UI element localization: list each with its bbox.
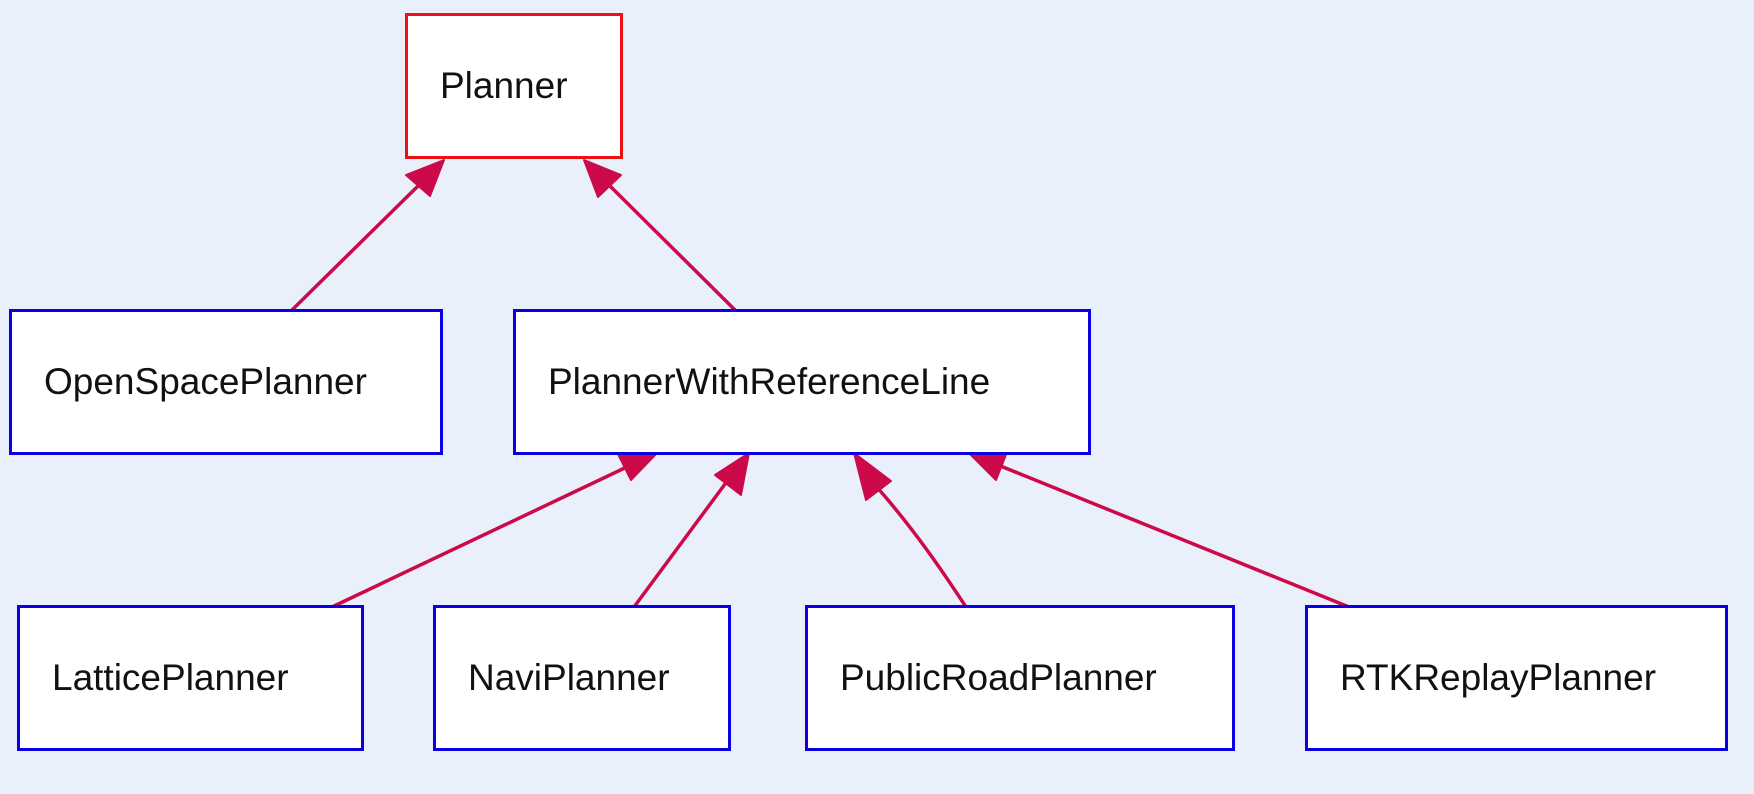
node-planner-with-reference-line[interactable]: PlannerWithReferenceLine	[513, 309, 1091, 455]
edge-line	[997, 463, 1350, 609]
inheritance-arrowhead	[583, 159, 622, 198]
edge-publicroad-to-refline	[853, 452, 968, 608]
edge-refline-to-planner	[583, 159, 737, 312]
node-public-road-planner[interactable]: PublicRoadPlanner	[805, 605, 1235, 751]
inheritance-arrowhead	[616, 451, 658, 481]
edge-navi-to-refline	[632, 452, 750, 609]
inheritance-arrowhead	[968, 451, 1008, 481]
node-planner[interactable]: Planner	[405, 13, 623, 159]
node-rtk-replay-planner[interactable]: RTKReplayPlanner	[1305, 605, 1728, 751]
inheritance-arrowhead	[853, 452, 892, 501]
node-lattice-planner[interactable]: LatticePlanner	[17, 605, 364, 751]
node-label: NaviPlanner	[468, 657, 670, 698]
edge-line	[632, 478, 730, 609]
node-label: OpenSpacePlanner	[44, 361, 367, 402]
edge-openspace-to-planner	[290, 159, 445, 312]
edge-line	[331, 463, 632, 609]
edge-rtk-to-refline	[968, 451, 1350, 609]
node-open-space-planner[interactable]: OpenSpacePlanner	[9, 309, 443, 455]
edge-line	[608, 184, 737, 312]
node-label: Planner	[440, 65, 568, 106]
inheritance-arrowhead	[405, 159, 445, 197]
node-label: PublicRoadPlanner	[840, 657, 1157, 698]
node-label: LatticePlanner	[52, 657, 289, 698]
edge-line	[873, 483, 968, 608]
edge-lattice-to-refline	[331, 451, 658, 609]
edge-line	[290, 184, 420, 312]
node-navi-planner[interactable]: NaviPlanner	[433, 605, 731, 751]
node-label: PlannerWithReferenceLine	[548, 361, 991, 402]
node-label: RTKReplayPlanner	[1340, 657, 1657, 698]
inheritance-arrowhead	[714, 452, 750, 496]
